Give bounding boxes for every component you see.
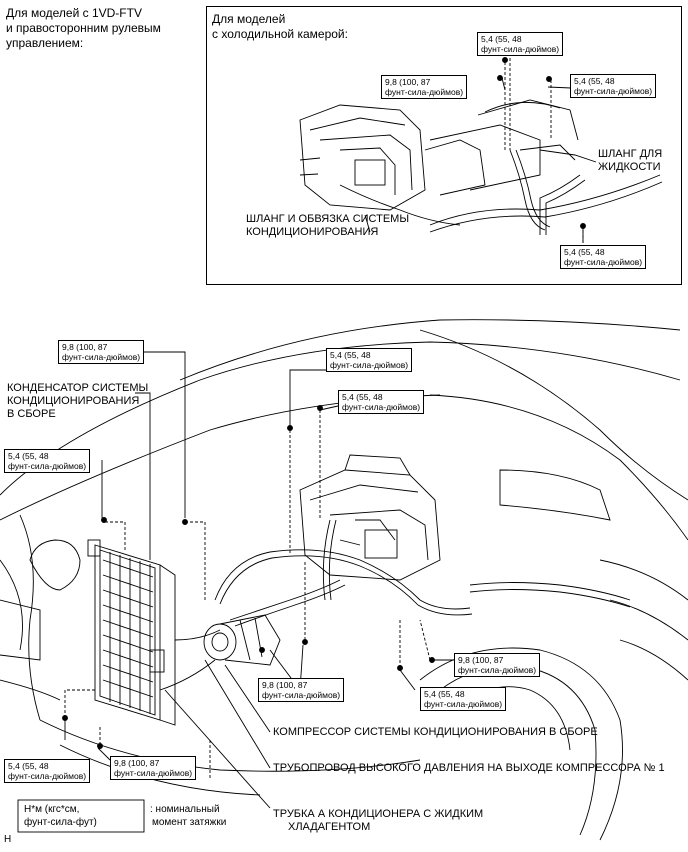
inset-callouts [364, 77, 597, 243]
inset-hoses [339, 149, 663, 235]
high-pressure-pipe-label: ТРУБОПРОВОД ВЫСОКОГО ДАВЛЕНИЯ НА ВЫХОДЕ … [273, 762, 665, 774]
condenser-label-line2: КОНДИЦИОНИРОВАНИЯ [7, 395, 140, 407]
legend-desc-line2: момент затяжки [152, 817, 227, 828]
ac-piping [159, 519, 631, 691]
car-body [0, 319, 688, 841]
legend-unit-line2: фунт-сила-фут) [24, 817, 97, 828]
compressor-label: КОМПРЕССОР СИСТЕМЫ КОНДИЦИОНИРОВАНИЯ В С… [273, 726, 598, 738]
condenser-label-line1: КОНДЕНСАТОР СИСТЕМЫ [7, 382, 149, 394]
main-leader-lines [64, 351, 455, 809]
inset-system-hose-line1: ШЛАНГ И ОБВЯЗКА СИСТЕМЫ [246, 213, 410, 225]
main-dashed-lines [64, 410, 431, 780]
legend-unit-line1: Н*м (кгс*см, [24, 804, 80, 815]
inset-frame [206, 6, 682, 285]
model-note-line3: управлением: [6, 36, 84, 50]
inset-console [429, 99, 579, 191]
inset-liquid-hose-line2: ЖИДКОСТИ [598, 161, 661, 173]
inset-system-hose-line2: КОНДИЦИОНИРОВАНИЯ [246, 226, 379, 238]
liquid-tube-label-line2: ХЛАДАГЕНТОМ [288, 821, 371, 833]
model-note-line2: и правосторонним рулевым [6, 21, 161, 35]
condenser-assembly [87, 539, 176, 726]
liquid-tube-label-line1: ТРУБКА А КОНДИЦИОНЕРА С ЖИДКИМ [273, 808, 484, 820]
inset-bolt-icons [497, 57, 586, 229]
condenser-label-line3: В СБОРЕ [7, 408, 56, 420]
legend-box [17, 799, 145, 833]
model-note-line1: Для моделей с 1VD-FTV [6, 6, 142, 20]
compressor [203, 614, 281, 666]
inset-title-line2: с холодильной камерой: [212, 27, 348, 41]
inset-liquid-hose-line1: ШЛАНГ ДЛЯ [598, 148, 663, 160]
hvac-unit [299, 454, 441, 581]
figure-code: H [4, 834, 12, 845]
legend-desc-line1: : номинальный [150, 804, 220, 815]
inset-title-line1: Для моделей [212, 12, 286, 26]
inset-hvac-unit [299, 104, 486, 211]
main-bolt-icons [62, 405, 435, 749]
